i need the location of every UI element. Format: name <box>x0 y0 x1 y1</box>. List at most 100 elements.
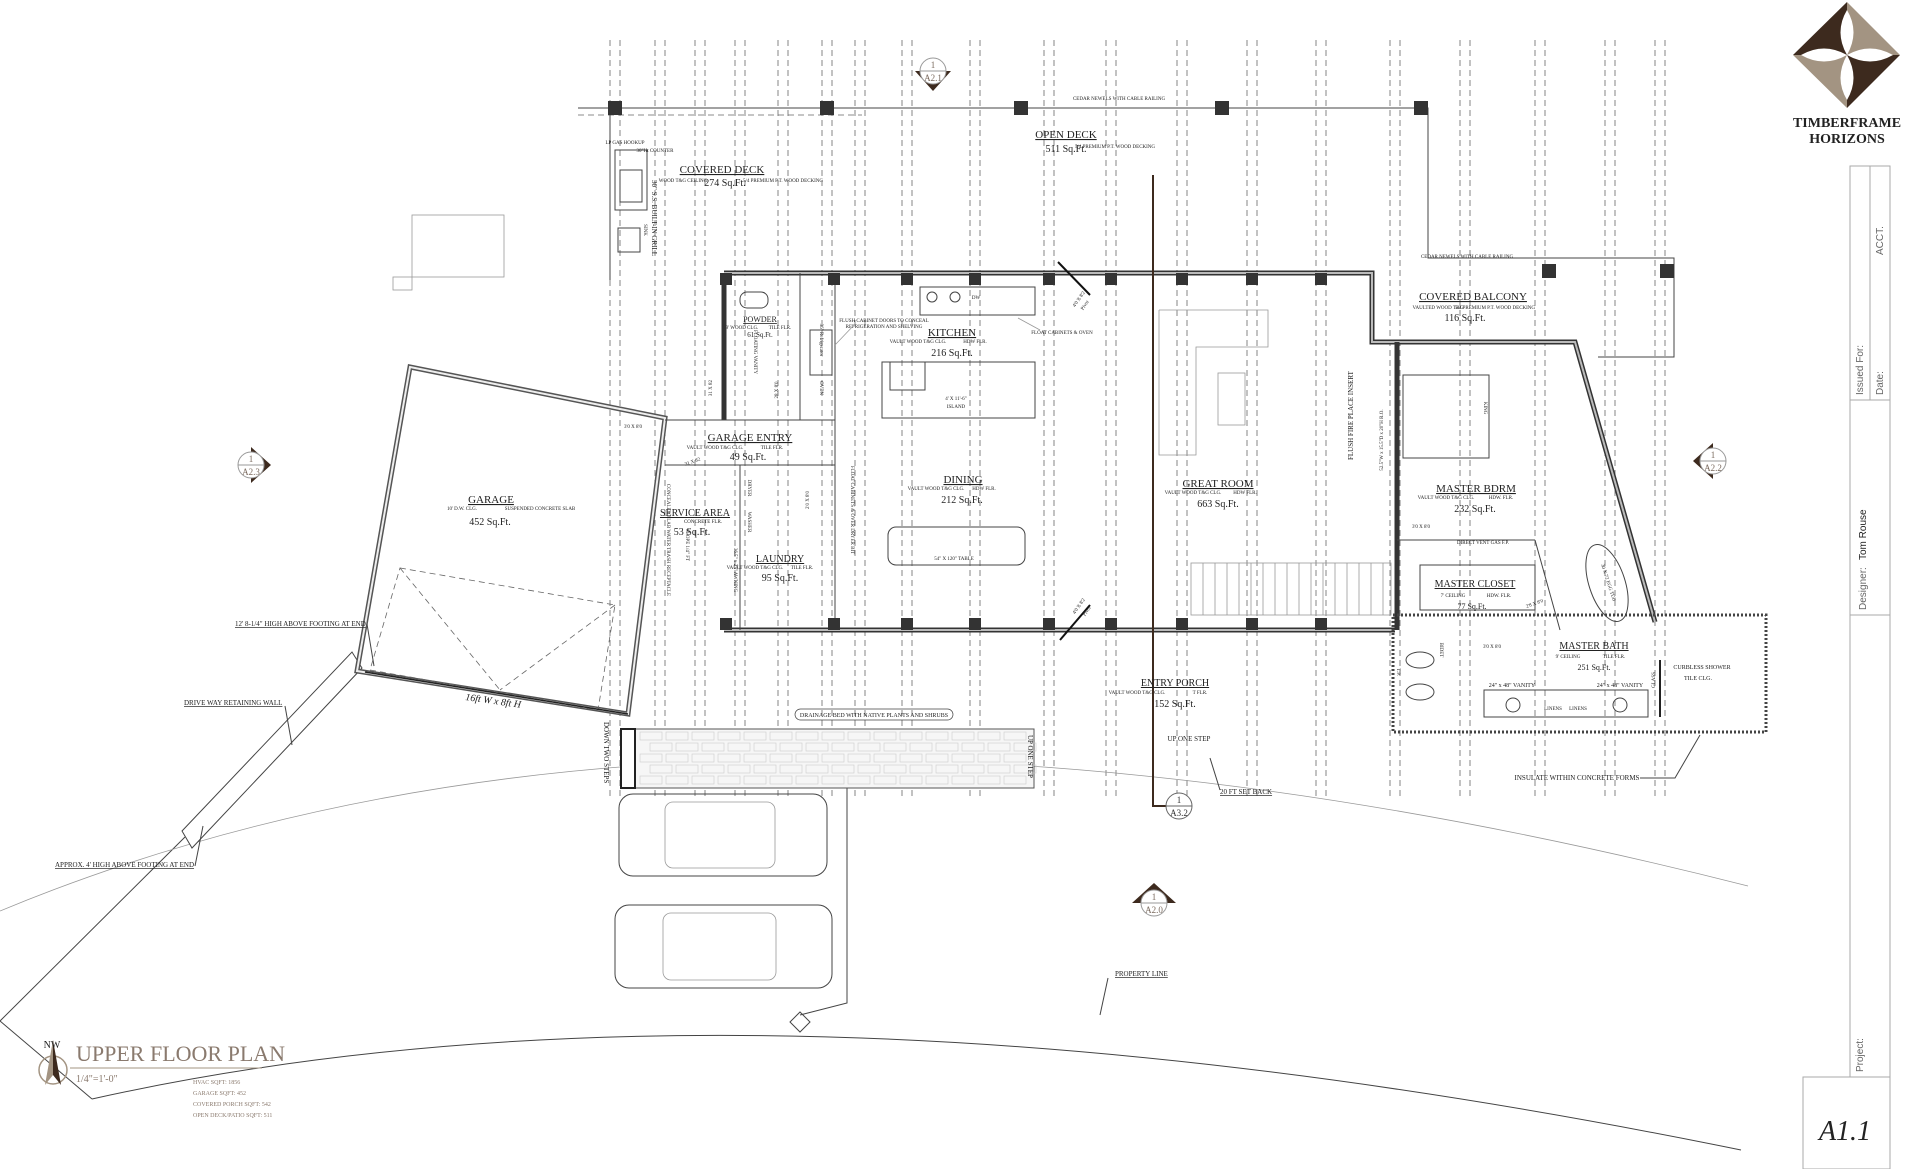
paver <box>935 742 959 752</box>
section-mark-cut[interactable]: 1 A3.2 <box>1165 792 1193 820</box>
room-name: SERVICE AREA <box>660 508 731 519</box>
room-name: COVERED BALCONY <box>1419 291 1527 303</box>
plan-title: UPPER FLOOR PLAN <box>76 1041 285 1066</box>
room-name: KITCHEN <box>928 327 976 339</box>
section-mark-right[interactable]: 1 A2.2 <box>1693 443 1727 479</box>
paver <box>925 753 949 763</box>
room-name: POWDER <box>743 315 777 324</box>
section-mark-top[interactable]: 1 A2.1 <box>915 57 951 91</box>
paver <box>717 753 741 763</box>
section-sheet: A2.0 <box>1145 905 1163 915</box>
room-name: GARAGE <box>468 494 514 506</box>
timber-post <box>828 273 840 285</box>
room-name: MASTER BATH <box>1559 641 1628 652</box>
paver <box>909 742 933 752</box>
door-size: 3'0 X 8'0 <box>624 425 642 430</box>
callout: FLOAT CABINETS & OVER DRYER BIT <box>849 466 854 554</box>
egg-tub <box>1585 544 1629 622</box>
timber-post <box>1246 273 1258 285</box>
paver <box>665 775 689 785</box>
door-size: 3'0 X 8'0 <box>1483 645 1501 650</box>
room-area: 212 Sq.Ft. <box>941 495 982 506</box>
door-size: 2'0 X 8'0 <box>806 491 811 509</box>
garage-structure <box>354 364 668 717</box>
toilet <box>1405 683 1435 701</box>
room-name: ENTRY PORCH <box>1141 678 1209 689</box>
section-sheet: A2.1 <box>924 73 942 83</box>
room-area: 663 Sq.Ft. <box>1197 499 1238 510</box>
callout: CONCEALED SLAB WATER TRASH RECEPTACLE <box>665 484 670 596</box>
steps <box>620 728 636 789</box>
section-mark-left[interactable]: 1 A2.3 <box>237 447 271 483</box>
paver <box>769 753 793 763</box>
section-cut-line <box>1152 175 1167 807</box>
vanity <box>1483 689 1649 718</box>
callout: DRYER <box>746 480 751 497</box>
section-mark-bottom[interactable]: 1 A2.0 <box>1132 883 1176 917</box>
section-num: 1 <box>249 454 254 464</box>
callout: FLUSH FIRE PLACE INSERT <box>1347 370 1355 460</box>
section-sheet: A2.2 <box>1704 463 1722 473</box>
timber-post <box>1105 618 1117 630</box>
room-note: 9' CEILING <box>1556 655 1581 660</box>
master-bath-concrete <box>1391 613 1768 734</box>
paver <box>1013 742 1037 752</box>
bidet <box>1405 651 1435 669</box>
timber-post <box>1176 618 1188 630</box>
door-size: Pivot <box>1083 605 1094 617</box>
paver <box>649 764 673 774</box>
timber-post <box>1105 273 1117 285</box>
room-note: 10' D.W. CLG. <box>447 507 477 512</box>
room-note: TILE FLR. <box>1603 655 1626 660</box>
paver <box>769 731 793 741</box>
paver <box>977 753 1001 763</box>
room-name: MASTER BDRM <box>1436 483 1516 495</box>
door-size: 3'0 X 8'0 <box>1412 525 1430 530</box>
callout: APPROX. 4' HIGH ABOVE FOOTING AT END <box>55 861 194 869</box>
north-arrow-icon <box>38 1040 68 1085</box>
room-area: 53 Sq.Ft. <box>674 527 710 538</box>
brand-name-line2: HORIZONS <box>1809 132 1885 147</box>
decks <box>392 101 1675 358</box>
paver <box>805 764 829 774</box>
paver <box>675 742 699 752</box>
door-size: 31 X 82 <box>709 379 714 396</box>
section-num: 1 <box>1177 795 1182 805</box>
paver <box>691 731 715 741</box>
paver <box>909 764 933 774</box>
timber-post <box>969 618 981 630</box>
fixtures <box>739 286 1661 718</box>
callouts: CEDAR NEWELS WITH CABLE RAILING CEDAR NE… <box>55 97 1731 1016</box>
callout: DOWN TWO STEPS <box>602 722 610 783</box>
paver <box>727 742 751 752</box>
issued-for-label: Issued For: <box>1855 345 1866 395</box>
paver <box>821 775 845 785</box>
room-note: HDW FLR. <box>1233 491 1257 496</box>
callout: KING <box>1482 402 1487 415</box>
paver <box>899 731 923 741</box>
room-area: 152 Sq.Ft. <box>1154 699 1195 710</box>
room-area: 232 Sq.Ft. <box>1454 504 1495 515</box>
paver <box>925 775 949 785</box>
built-in-grill <box>614 149 648 211</box>
room-note: 5/4 PREMIUM P.T. WOOD DECKING <box>1455 306 1535 311</box>
plan-title-block: NW UPPER FLOOR PLAN 1/4"=1'-0" HVAC SQFT… <box>38 1040 285 1119</box>
room-note: HDW FLR. <box>972 487 996 492</box>
room-area: 61 Sq.Ft. <box>747 331 773 339</box>
paver <box>961 764 985 774</box>
callout: 52.5"W x 15.5"D x 20"H R.O. <box>1380 409 1385 470</box>
section-sheet: A2.3 <box>242 467 260 477</box>
paver <box>639 731 663 741</box>
property-marker <box>789 1011 811 1033</box>
paver <box>665 753 689 763</box>
car <box>614 904 833 989</box>
sink-bowl <box>926 291 938 303</box>
room-note: TILE FLR. <box>791 566 814 571</box>
section-num: 1 <box>931 60 936 70</box>
room-note: HDW. FLR. <box>1489 496 1513 501</box>
retaining-wall <box>181 651 363 849</box>
room-name: COVERED DECK <box>680 164 765 176</box>
staircase <box>1190 562 1392 616</box>
paver <box>691 775 715 785</box>
room-note: WOOD T&G CEILING <box>659 179 708 184</box>
